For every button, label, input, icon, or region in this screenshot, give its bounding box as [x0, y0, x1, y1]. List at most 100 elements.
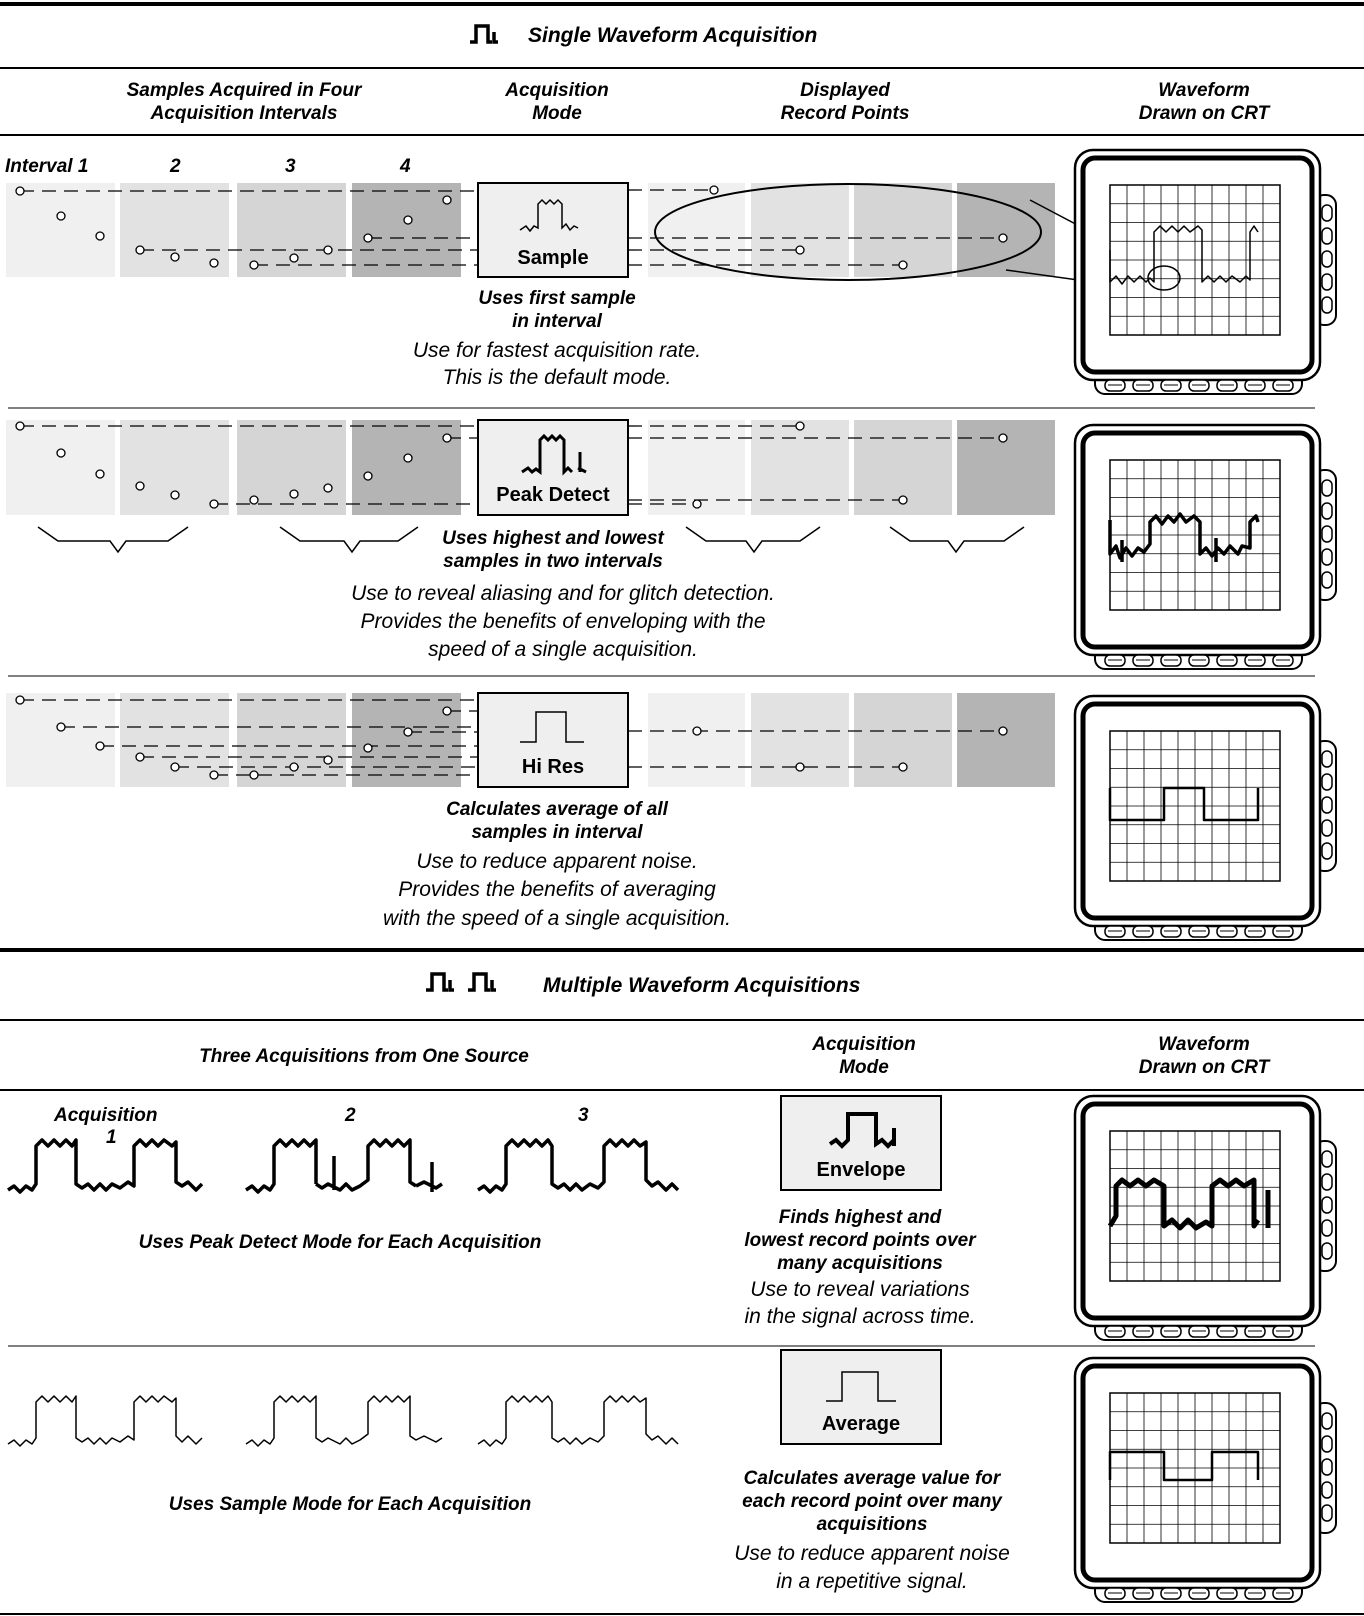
- hires-desc-3: with the speed of a single acquisition.: [383, 907, 731, 930]
- row-hi-res: Hi Res Calculates average of all samples…: [6, 692, 1055, 930]
- crt-side-button: [1321, 525, 1333, 543]
- acq-label-2: 2: [344, 1105, 356, 1126]
- acq-label: Acquisition: [53, 1105, 157, 1126]
- header-mode-line1: Acquisition: [504, 80, 608, 101]
- sample-desc-bold-2: in interval: [512, 311, 602, 332]
- hires-desc-1: Use to reduce apparent noise.: [416, 850, 697, 873]
- interval-label-4: 4: [399, 156, 411, 177]
- crt-waveform: [1108, 786, 1260, 822]
- envelope-desc-bold-1: Finds highest and: [779, 1207, 942, 1228]
- peak-detect-mode-icon: [521, 433, 587, 476]
- sample-desc-1: Use for fastest acquisition rate.: [413, 339, 701, 362]
- header-crt-line2: Drawn on CRT: [1139, 103, 1271, 124]
- average-desc-bold-1: Calculates average value for: [744, 1468, 1002, 1489]
- header-crt2-line2: Drawn on CRT: [1139, 1057, 1271, 1078]
- crt-bezel: [1080, 1363, 1315, 1583]
- crt-bezel: [1080, 430, 1315, 650]
- header-crt2-line1: Waveform: [1158, 1034, 1250, 1055]
- crt-waveform: [1108, 1450, 1260, 1482]
- sample-desc-2: This is the default mode.: [443, 366, 672, 389]
- single-title: Single Waveform Acquisition: [528, 24, 817, 47]
- hires-dashes: [20, 699, 1003, 776]
- crt-side-button: [1321, 1219, 1333, 1237]
- crt-side-button: [1321, 796, 1333, 814]
- crt-side-button: [1321, 1242, 1333, 1260]
- peak-desc-bold-1: Uses highest and lowest: [442, 528, 664, 549]
- sample-mode-icon: [519, 198, 579, 233]
- header-displayed-line1: Displayed: [800, 80, 890, 101]
- crt-bezel: [1080, 701, 1315, 921]
- mode-box-envelope: [780, 1095, 942, 1191]
- crt-side-button: [1321, 750, 1333, 768]
- mode-label-peak-detect: Peak Detect: [496, 484, 610, 506]
- crt-side-button: [1321, 502, 1333, 520]
- sample-dashes: [20, 189, 1003, 266]
- crt-side-button: [1321, 1173, 1333, 1191]
- header-displayed-line2: Record Points: [781, 103, 910, 124]
- hires-desc-bold-2: samples in interval: [471, 822, 643, 843]
- multiple-title-icon: [426, 972, 496, 992]
- crt-side-button: [1321, 479, 1333, 497]
- crt-bezel: [1080, 1101, 1315, 1321]
- crt-side-button: [1321, 296, 1333, 314]
- header-mode2-line2: Mode: [839, 1057, 889, 1078]
- hires-points: [15, 695, 1008, 780]
- row-envelope: Uses Peak Detect Mode for Each Acquisiti…: [7, 1095, 977, 1328]
- header-samples-line1: Samples Acquired in Four: [127, 80, 363, 101]
- crt-display-average: [1073, 1356, 1337, 1603]
- interval-label-2: 2: [169, 156, 181, 177]
- average-uses: Uses Sample Mode for Each Acquisition: [169, 1494, 531, 1515]
- peak-desc-bold-2: samples in two intervals: [443, 551, 663, 572]
- crt-side-button: [1321, 227, 1333, 245]
- crt-zoom-ellipse: [1147, 265, 1181, 291]
- acq-label-1: 1: [106, 1127, 117, 1148]
- crt-side-button: [1321, 571, 1333, 589]
- hi-res-mode-icon: [520, 711, 584, 743]
- sample-acquisitions: [7, 1395, 679, 1447]
- mode-label-sample: Sample: [517, 247, 588, 269]
- row-peak-detect: Peak Detect Uses highest and lowest samp…: [6, 419, 1055, 661]
- acq-label-3: 3: [578, 1105, 589, 1126]
- sample-desc-bold-1: Uses first sample: [478, 288, 636, 309]
- peak-desc-1: Use to reveal aliasing and for glitch de…: [351, 582, 775, 605]
- average-desc-1: Use to reduce apparent noise: [734, 1542, 1010, 1565]
- crt-waveform: [1108, 512, 1260, 562]
- envelope-desc-bold-3: many acquisitions: [777, 1253, 943, 1274]
- average-desc-bold-2: each record point over many: [742, 1491, 1003, 1512]
- envelope-mode-icon: [828, 1112, 896, 1149]
- crt-side-button: [1321, 273, 1333, 291]
- envelope-desc-bold-2: lowest record points over: [744, 1230, 977, 1251]
- peak-desc-2: Provides the benefits of enveloping with…: [360, 610, 765, 633]
- peak-points: [15, 421, 1008, 509]
- crt-side-button: [1321, 250, 1333, 268]
- mode-label-hi-res: Hi Res: [522, 756, 584, 778]
- crt-side-button: [1321, 1196, 1333, 1214]
- crt-side-button: [1321, 1412, 1333, 1430]
- crt-display-sample: [1073, 148, 1337, 395]
- average-mode-icon: [826, 1371, 896, 1402]
- average-desc-2: in a repetitive signal.: [776, 1570, 967, 1593]
- peak-dashes: [20, 425, 1003, 505]
- crt-side-button: [1321, 1458, 1333, 1476]
- crt-waveform: [1107, 1177, 1271, 1231]
- crt-side-button: [1321, 842, 1333, 860]
- crt-side-button: [1321, 204, 1333, 222]
- sample-points: [15, 185, 1008, 270]
- average-desc-bold-3: acquisitions: [817, 1514, 928, 1535]
- crt-bezel: [1080, 155, 1315, 375]
- crt-display-hi-res: [1073, 694, 1337, 941]
- header-samples-line2: Acquisition Intervals: [150, 103, 338, 124]
- single-title-icon: [470, 24, 498, 44]
- row-average: Uses Sample Mode for Each Acquisition Av…: [7, 1349, 1010, 1593]
- interval-pair-braces: [37, 526, 1025, 554]
- header-mode-line2: Mode: [532, 103, 582, 124]
- envelope-desc-1: Use to reveal variations: [750, 1278, 970, 1301]
- crt-display-envelope: [1073, 1094, 1337, 1341]
- interval-label-3: 3: [285, 156, 296, 177]
- row-sample: Sample Uses first sample in interval Use…: [6, 182, 1179, 389]
- interval-label-1: Interval 1: [5, 156, 88, 177]
- hires-desc-2: Provides the benefits of averaging: [398, 878, 716, 901]
- multiple-title: Multiple Waveform Acquisitions: [543, 974, 860, 997]
- crt-side-button: [1321, 1504, 1333, 1522]
